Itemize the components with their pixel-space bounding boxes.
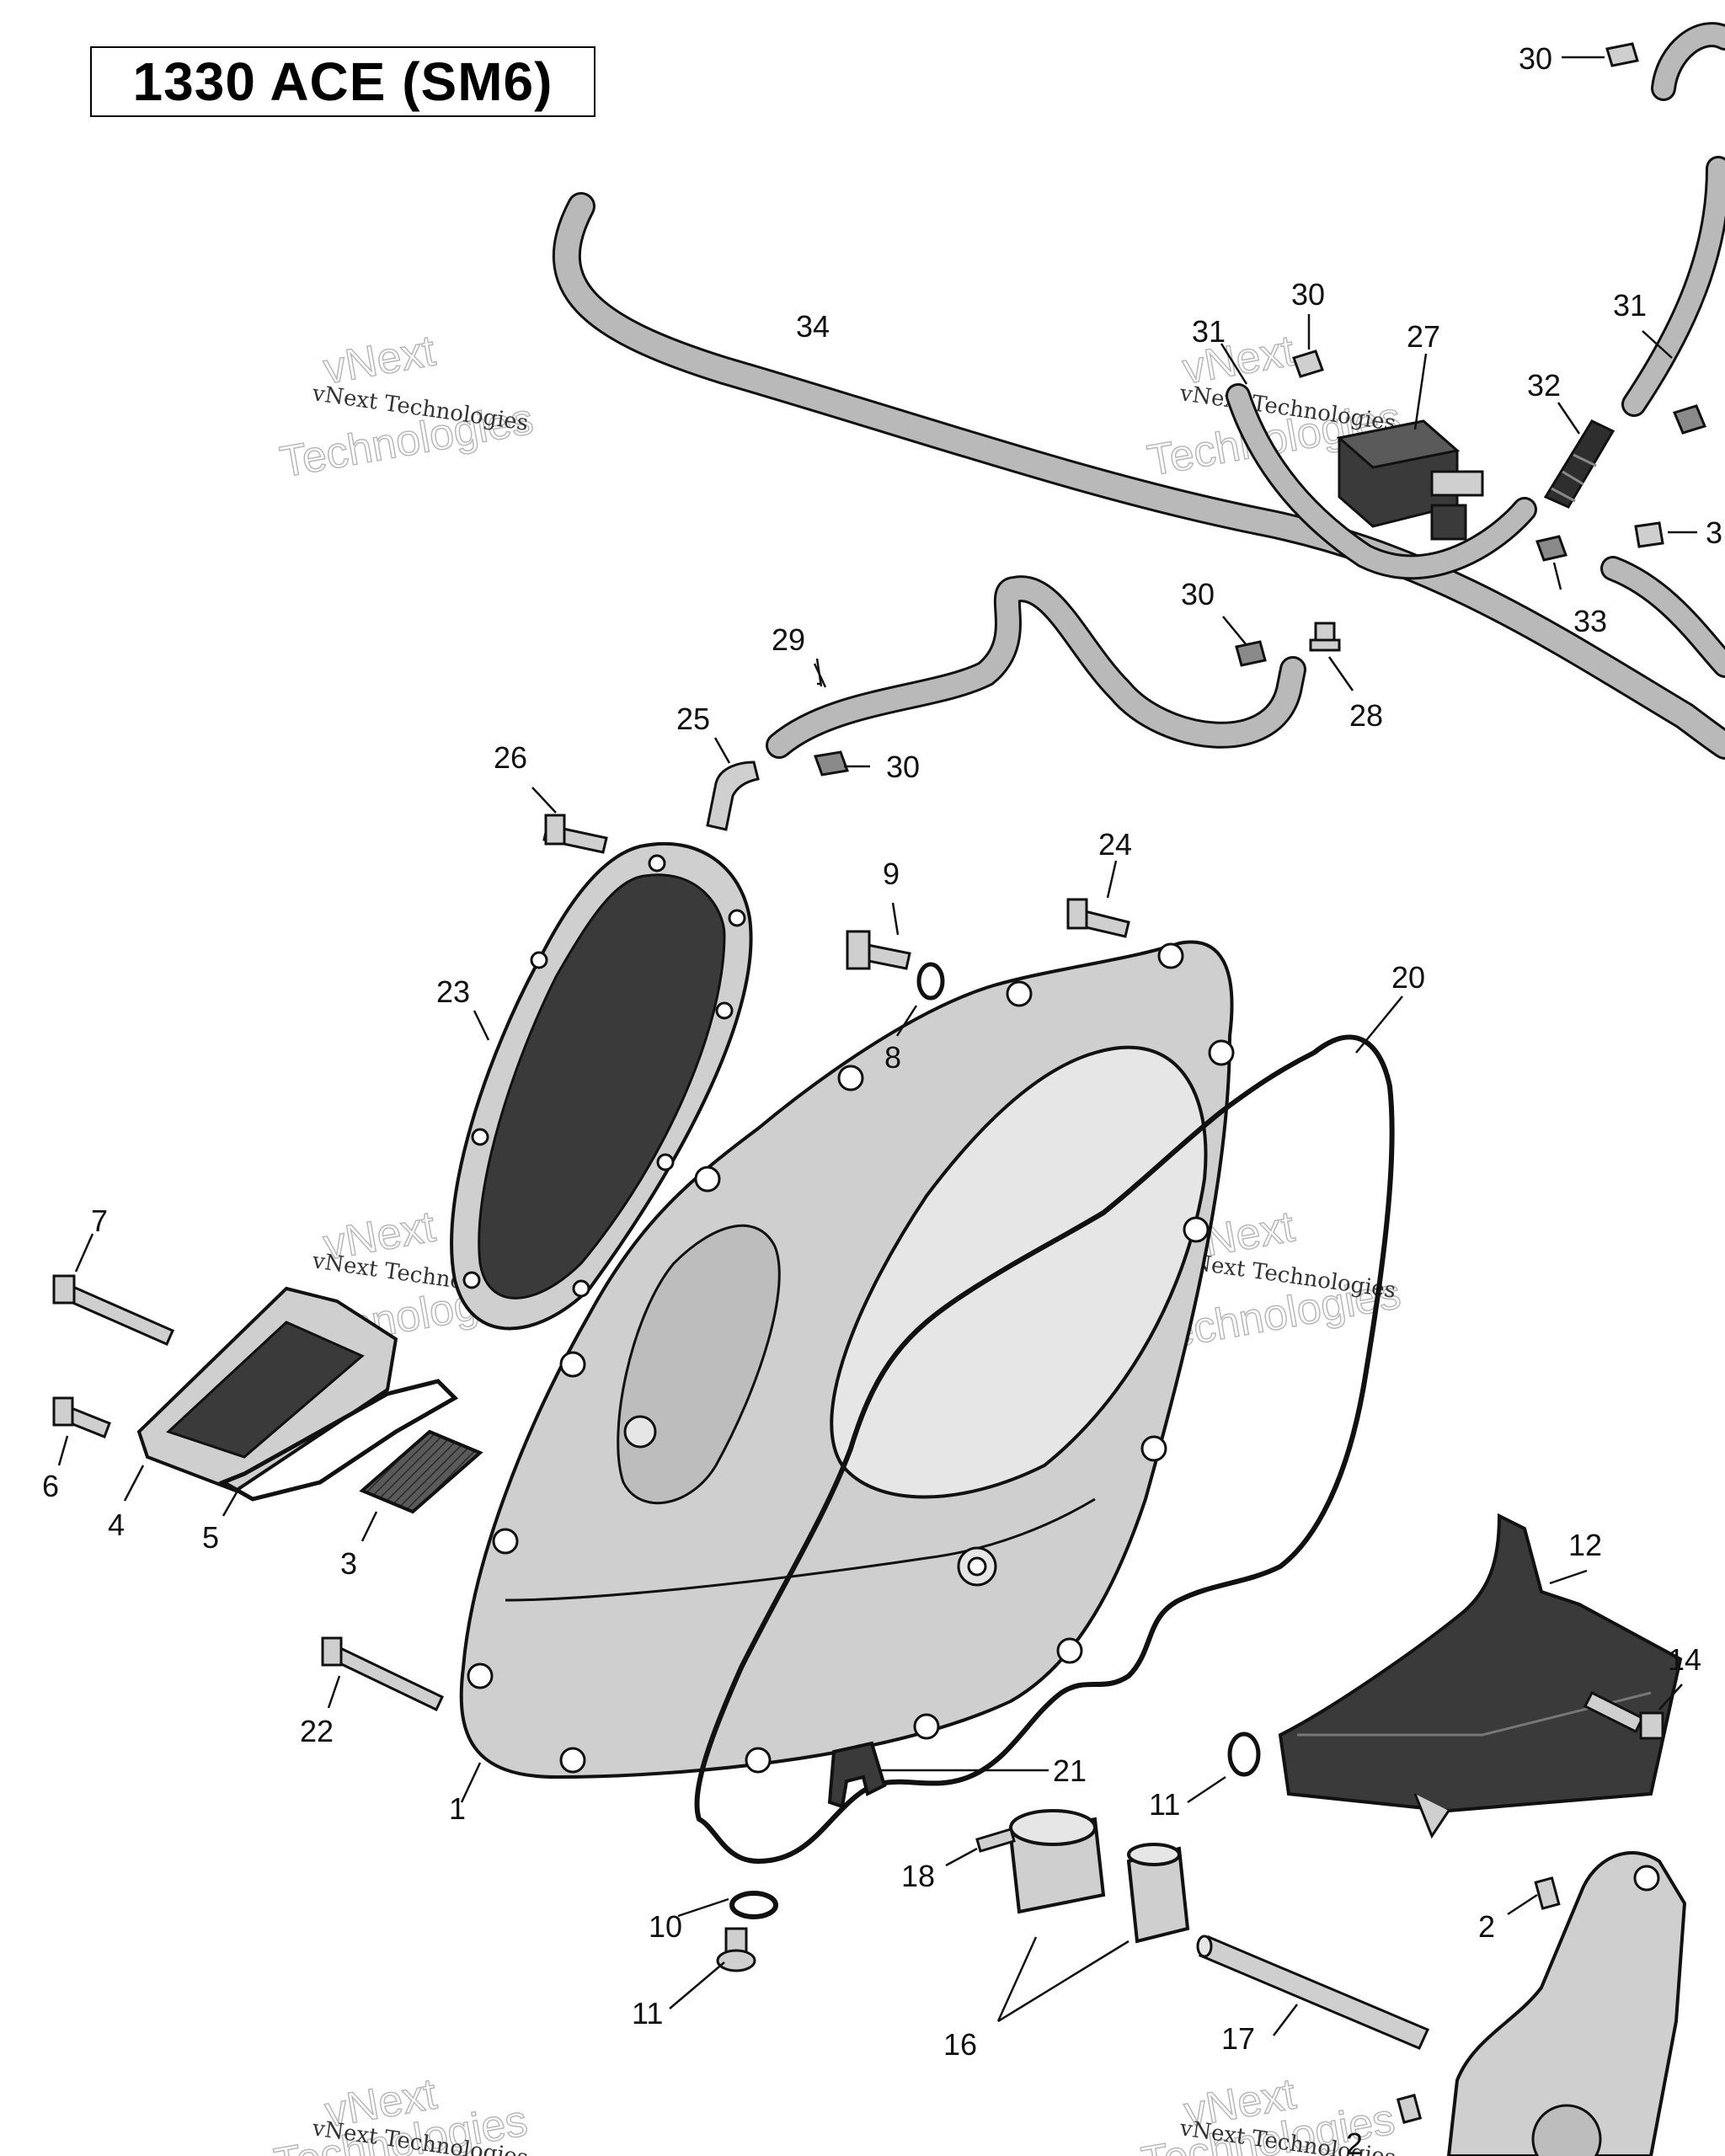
clamp-30-b bbox=[1235, 640, 1267, 667]
callout-14: 14 bbox=[1668, 1642, 1701, 1677]
callout-9: 9 bbox=[883, 857, 900, 891]
callout-17: 17 bbox=[1221, 2021, 1255, 2056]
connector-32 bbox=[1543, 419, 1616, 509]
hose-31-left bbox=[1226, 383, 1537, 580]
callout-29: 29 bbox=[772, 622, 805, 657]
bracket-21 bbox=[827, 1741, 887, 1809]
guard-12 bbox=[1278, 1513, 1683, 1839]
hose-34 bbox=[552, 192, 1725, 760]
callout-11: 11 bbox=[632, 1996, 663, 2031]
solenoid-valve-27 bbox=[1336, 419, 1484, 541]
callout-28: 28 bbox=[1349, 698, 1383, 733]
callout-12: 12 bbox=[1568, 1528, 1602, 1562]
o-ring-13 bbox=[1227, 1732, 1261, 1777]
callout-22: 22 bbox=[300, 1714, 334, 1748]
callout-30-top: 30 bbox=[1519, 41, 1552, 76]
plug-11 bbox=[716, 1927, 756, 1972]
callout-30-c: 30 bbox=[886, 750, 920, 784]
callout-1: 1 bbox=[449, 1791, 466, 1826]
callout-18: 18 bbox=[901, 1859, 935, 1893]
callout-10: 10 bbox=[649, 1909, 682, 1944]
callout-33: 33 bbox=[1573, 604, 1607, 638]
callout-30-a: 30 bbox=[1291, 277, 1325, 312]
hose-31-right bbox=[1600, 22, 1725, 678]
bolt-28 bbox=[1309, 622, 1341, 652]
callout-2-b: 2 bbox=[1346, 2127, 1363, 2156]
callout-5: 5 bbox=[202, 1520, 219, 1555]
callout-labels: 30 30 31 27 31 32 34 3 33 30 28 29 25 30… bbox=[42, 41, 1722, 2156]
callout-4: 4 bbox=[108, 1508, 125, 1542]
callout-6: 6 bbox=[42, 1469, 59, 1503]
bolt-26 bbox=[542, 814, 608, 854]
callout-21: 21 bbox=[1053, 1753, 1087, 1788]
pin-2-b bbox=[1396, 2094, 1423, 2124]
shaft-17 bbox=[1196, 1935, 1430, 2050]
callout-26: 26 bbox=[494, 740, 527, 775]
bolt-9 bbox=[846, 930, 911, 970]
callout-31-left: 31 bbox=[1192, 314, 1226, 349]
bolt-6 bbox=[52, 1396, 111, 1438]
callout-3: 3 bbox=[340, 1546, 357, 1581]
bolt-23 bbox=[1066, 898, 1130, 938]
clamp-30-a bbox=[1292, 350, 1324, 378]
callout-25: 25 bbox=[676, 702, 710, 736]
crankcase-cover-1 bbox=[459, 940, 1235, 1780]
diagram-title: 1330 ACE (SM6) bbox=[132, 51, 553, 112]
callout-23: 24 bbox=[1098, 827, 1132, 862]
callout-31-right: 31 bbox=[1613, 288, 1647, 323]
clamp-33 bbox=[1535, 535, 1567, 562]
bolt-14 bbox=[1583, 1690, 1664, 1740]
callout-34: 34 bbox=[796, 309, 830, 344]
bushing-16-b bbox=[1126, 1843, 1190, 1944]
clamp-30-top bbox=[1605, 42, 1639, 67]
callout-30-b: 30 bbox=[1181, 577, 1215, 611]
screen-3 bbox=[359, 1429, 483, 1514]
gasket-5 bbox=[218, 1379, 459, 1502]
callout-8: 8 bbox=[884, 1040, 901, 1075]
callout-32: 32 bbox=[1527, 368, 1561, 403]
callout-2-a: 2 bbox=[1478, 1909, 1495, 1944]
pump-housing bbox=[1446, 1851, 1687, 2156]
bushing-16-a bbox=[1008, 1809, 1106, 1914]
pin-2-a bbox=[1534, 1876, 1561, 1910]
callout-13: 11 bbox=[1149, 1787, 1180, 1822]
callout-3-right: 3 bbox=[1706, 515, 1722, 550]
callout-20: 20 bbox=[1391, 960, 1425, 995]
clamp-30-c bbox=[813, 750, 850, 776]
clamp-3-right bbox=[1634, 521, 1664, 548]
washer-8 bbox=[916, 962, 945, 1001]
leader-lines bbox=[57, 56, 1697, 2036]
diagram-title-box: 1330 ACE (SM6) bbox=[90, 46, 595, 117]
callout-7: 7 bbox=[91, 1203, 108, 1238]
cover-24 bbox=[450, 841, 753, 1331]
bolt-22 bbox=[321, 1636, 444, 1712]
clamp-right-edge bbox=[1672, 404, 1707, 435]
elbow-fitting-25 bbox=[706, 760, 760, 831]
cover-4 bbox=[136, 1286, 398, 1493]
pin-18 bbox=[975, 1828, 1016, 1853]
washer-10 bbox=[729, 1891, 778, 1919]
hose-29 bbox=[766, 575, 1306, 759]
gasket-20 bbox=[694, 1034, 1395, 1865]
callout-16: 16 bbox=[943, 2027, 977, 2062]
bolt-7 bbox=[52, 1274, 174, 1346]
callout-27: 27 bbox=[1407, 319, 1440, 354]
callout-24: 23 bbox=[436, 974, 470, 1009]
